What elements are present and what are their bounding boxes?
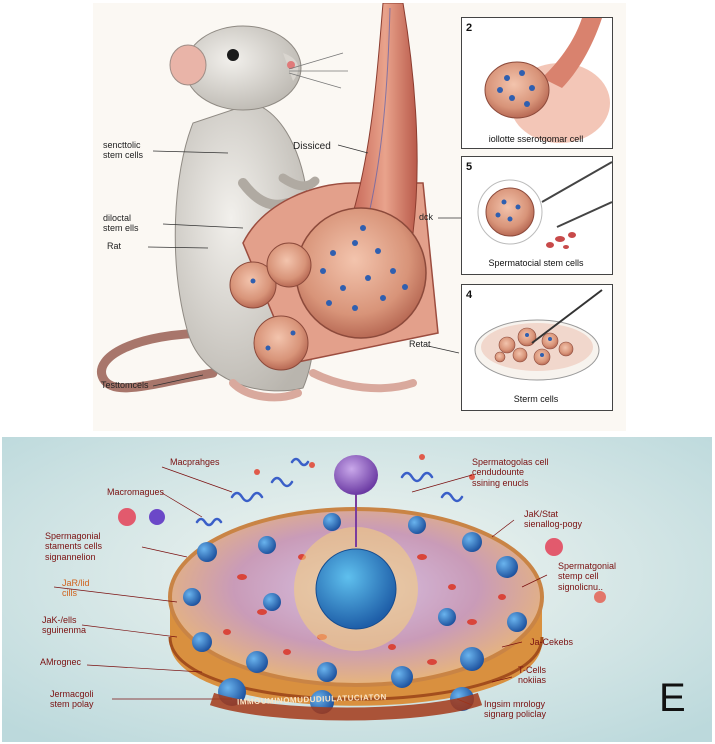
blue-cell-dots [250,225,408,351]
blue-cells [183,513,527,714]
inset-5-illustration [477,161,612,249]
label-rat: Rat [107,241,122,251]
inset-5: 5 Spermatocial stem cells [461,156,613,275]
label-testomcels: Testtomcels [101,380,149,390]
inset-5-number: 5 [466,161,473,173]
panel-letter-e: E [659,676,686,720]
inset-2: 2 iollotte sserotgomar cell [461,17,613,149]
label-amrognec: AMrognec [40,657,82,667]
label-jacekebs: Ja-Cekebs [530,637,574,647]
inset-4-number: 4 [466,289,473,301]
inset-4: 4 Sterm cells [461,284,613,411]
inset-2-number: 2 [466,22,473,34]
inset-2-illustration [484,18,610,143]
rat-illustration-svg [97,3,461,402]
inset-2-caption: iollotte sserotgomar cell [488,134,584,144]
label-retat: Retat [409,339,431,349]
inset-4-caption: Sterm cells [513,394,559,404]
label-macrophages: Macprahges [170,457,220,467]
inset-4-illustration [474,289,603,381]
label-dissiced: Dissiced [293,141,331,152]
inset-5-caption: Spermatocial stem cells [488,258,584,268]
cell-niche-svg [2,437,712,742]
label-dck: dck [419,212,434,222]
signal-squiggles [195,457,464,527]
label-macromagues: Macromagues [107,487,165,497]
